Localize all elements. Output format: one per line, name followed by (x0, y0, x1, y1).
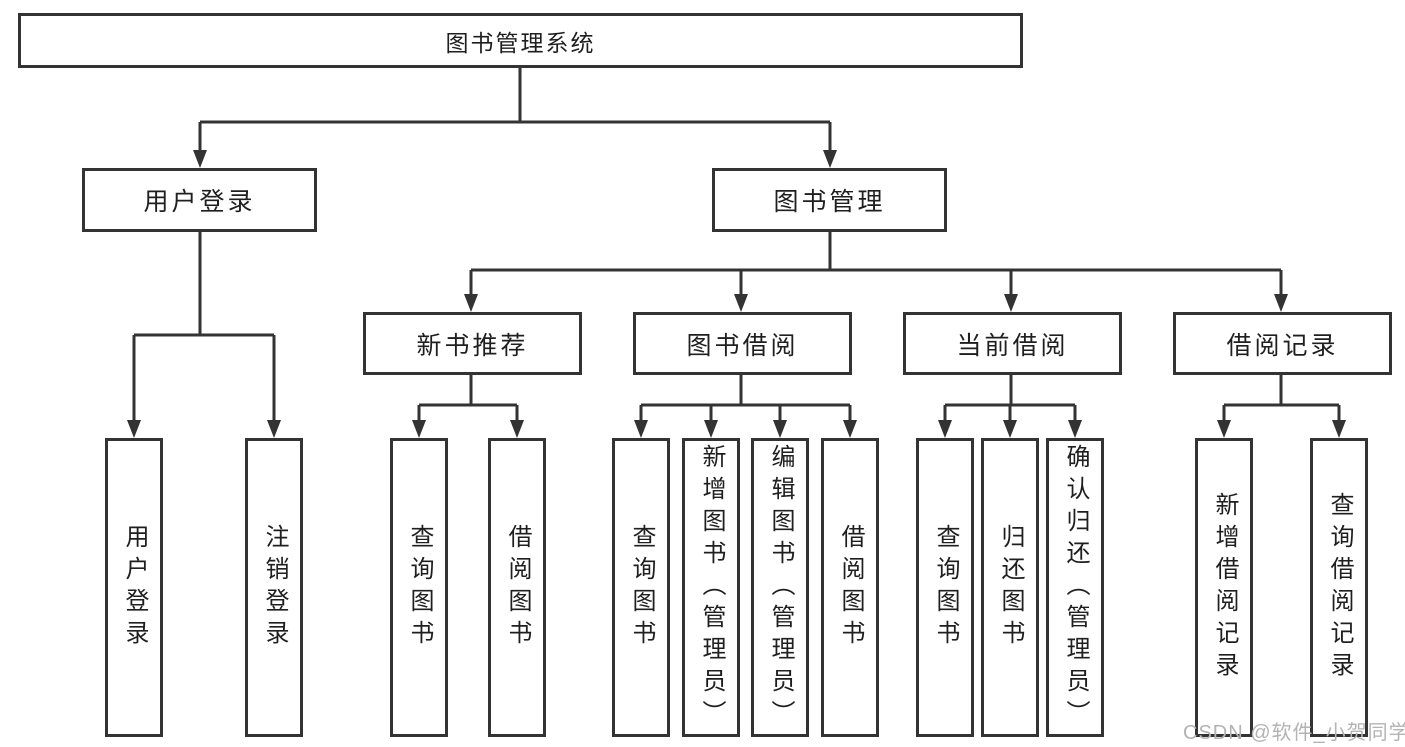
arrowhead (193, 150, 207, 168)
node-current-borrow: 当前借阅 (903, 312, 1122, 375)
arrowhead (634, 420, 648, 438)
node-borrow-record: 借阅记录 (1173, 312, 1392, 375)
node-label: 借阅图书 (837, 523, 864, 652)
node-label: 新增图书（管理员） (698, 443, 725, 732)
arrowhead (127, 420, 141, 438)
connector-new-book-to-leaves (412, 375, 524, 438)
node-label: 查询图书 (406, 523, 433, 652)
node-book-borrow: 图书借阅 (633, 312, 852, 375)
node-library-management-system: 图书管理系统 (18, 13, 1023, 68)
node-label: 注销登录 (261, 523, 288, 652)
arrowhead (412, 420, 426, 438)
node-label: 编辑图书（管理员） (767, 443, 794, 732)
node-label: 查询图书 (932, 523, 959, 652)
arrowhead (1004, 294, 1018, 312)
node-label: 新书推荐 (416, 331, 529, 360)
connector-user-login-to-leaves (127, 232, 281, 438)
arrowhead (1217, 420, 1231, 438)
leaf-user-login: 用户登录 (105, 438, 163, 737)
leaf-return-books: 归还图书 (981, 438, 1039, 737)
leaf-query-books-borrow: 查询图书 (612, 438, 670, 737)
connector-root-to-level2 (193, 68, 837, 168)
arrowhead (1332, 420, 1346, 438)
leaf-query-books-current: 查询图书 (916, 438, 974, 737)
arrowhead (267, 420, 281, 438)
leaf-query-borrow-record: 查询借阅记录 (1310, 438, 1368, 737)
node-new-book-recommend: 新书推荐 (363, 312, 582, 375)
node-label: 图书管理 (773, 188, 886, 216)
leaf-logout: 注销登录 (245, 438, 303, 737)
node-label: 用户登录 (143, 188, 256, 216)
arrowhead (464, 294, 478, 312)
node-book-management: 图书管理 (712, 168, 947, 232)
leaf-borrow-books-recommend: 借阅图书 (488, 438, 546, 737)
leaf-query-books-recommend: 查询图书 (390, 438, 448, 737)
arrowhead (734, 294, 748, 312)
connector-book-borrow-to-leaves (634, 375, 857, 438)
node-label: 用户登录 (121, 523, 148, 652)
node-label: 新增借阅记录 (1211, 491, 1238, 684)
csdn-watermark: CSDN @软件_小贺同学 (1183, 722, 1405, 744)
arrowhead (843, 420, 857, 438)
leaf-add-books-admin: 新增图书（管理员） (682, 438, 740, 737)
node-label: 确认归还（管理员） (1062, 443, 1089, 732)
leaf-confirm-return-admin: 确认归还（管理员） (1046, 438, 1104, 737)
arrowhead (1068, 420, 1082, 438)
node-label: 借阅记录 (1226, 331, 1339, 360)
arrowhead (510, 420, 524, 438)
node-label: 借阅图书 (504, 523, 531, 652)
node-label: 查询图书 (628, 523, 655, 652)
connector-borrow-record-to-leaves (1217, 375, 1346, 438)
node-label: 当前借阅 (956, 331, 1069, 360)
node-label: 查询借阅记录 (1326, 491, 1353, 684)
node-label: 图书管理系统 (445, 29, 596, 56)
leaf-borrow-books: 借阅图书 (821, 438, 879, 737)
arrowhead (1003, 420, 1017, 438)
connector-book-management-to-level3 (464, 232, 1288, 312)
arrowhead (938, 420, 952, 438)
leaf-edit-books-admin: 编辑图书（管理员） (751, 438, 809, 737)
arrowhead (823, 150, 837, 168)
arrowhead (773, 420, 787, 438)
arrowhead (1274, 294, 1288, 312)
leaf-add-borrow-record: 新增借阅记录 (1195, 438, 1253, 737)
node-label: 图书借阅 (686, 331, 799, 360)
node-label: 归还图书 (997, 523, 1024, 652)
arrowhead (704, 420, 718, 438)
connector-current-borrow-to-leaves (938, 375, 1082, 438)
node-user-login: 用户登录 (82, 168, 317, 232)
